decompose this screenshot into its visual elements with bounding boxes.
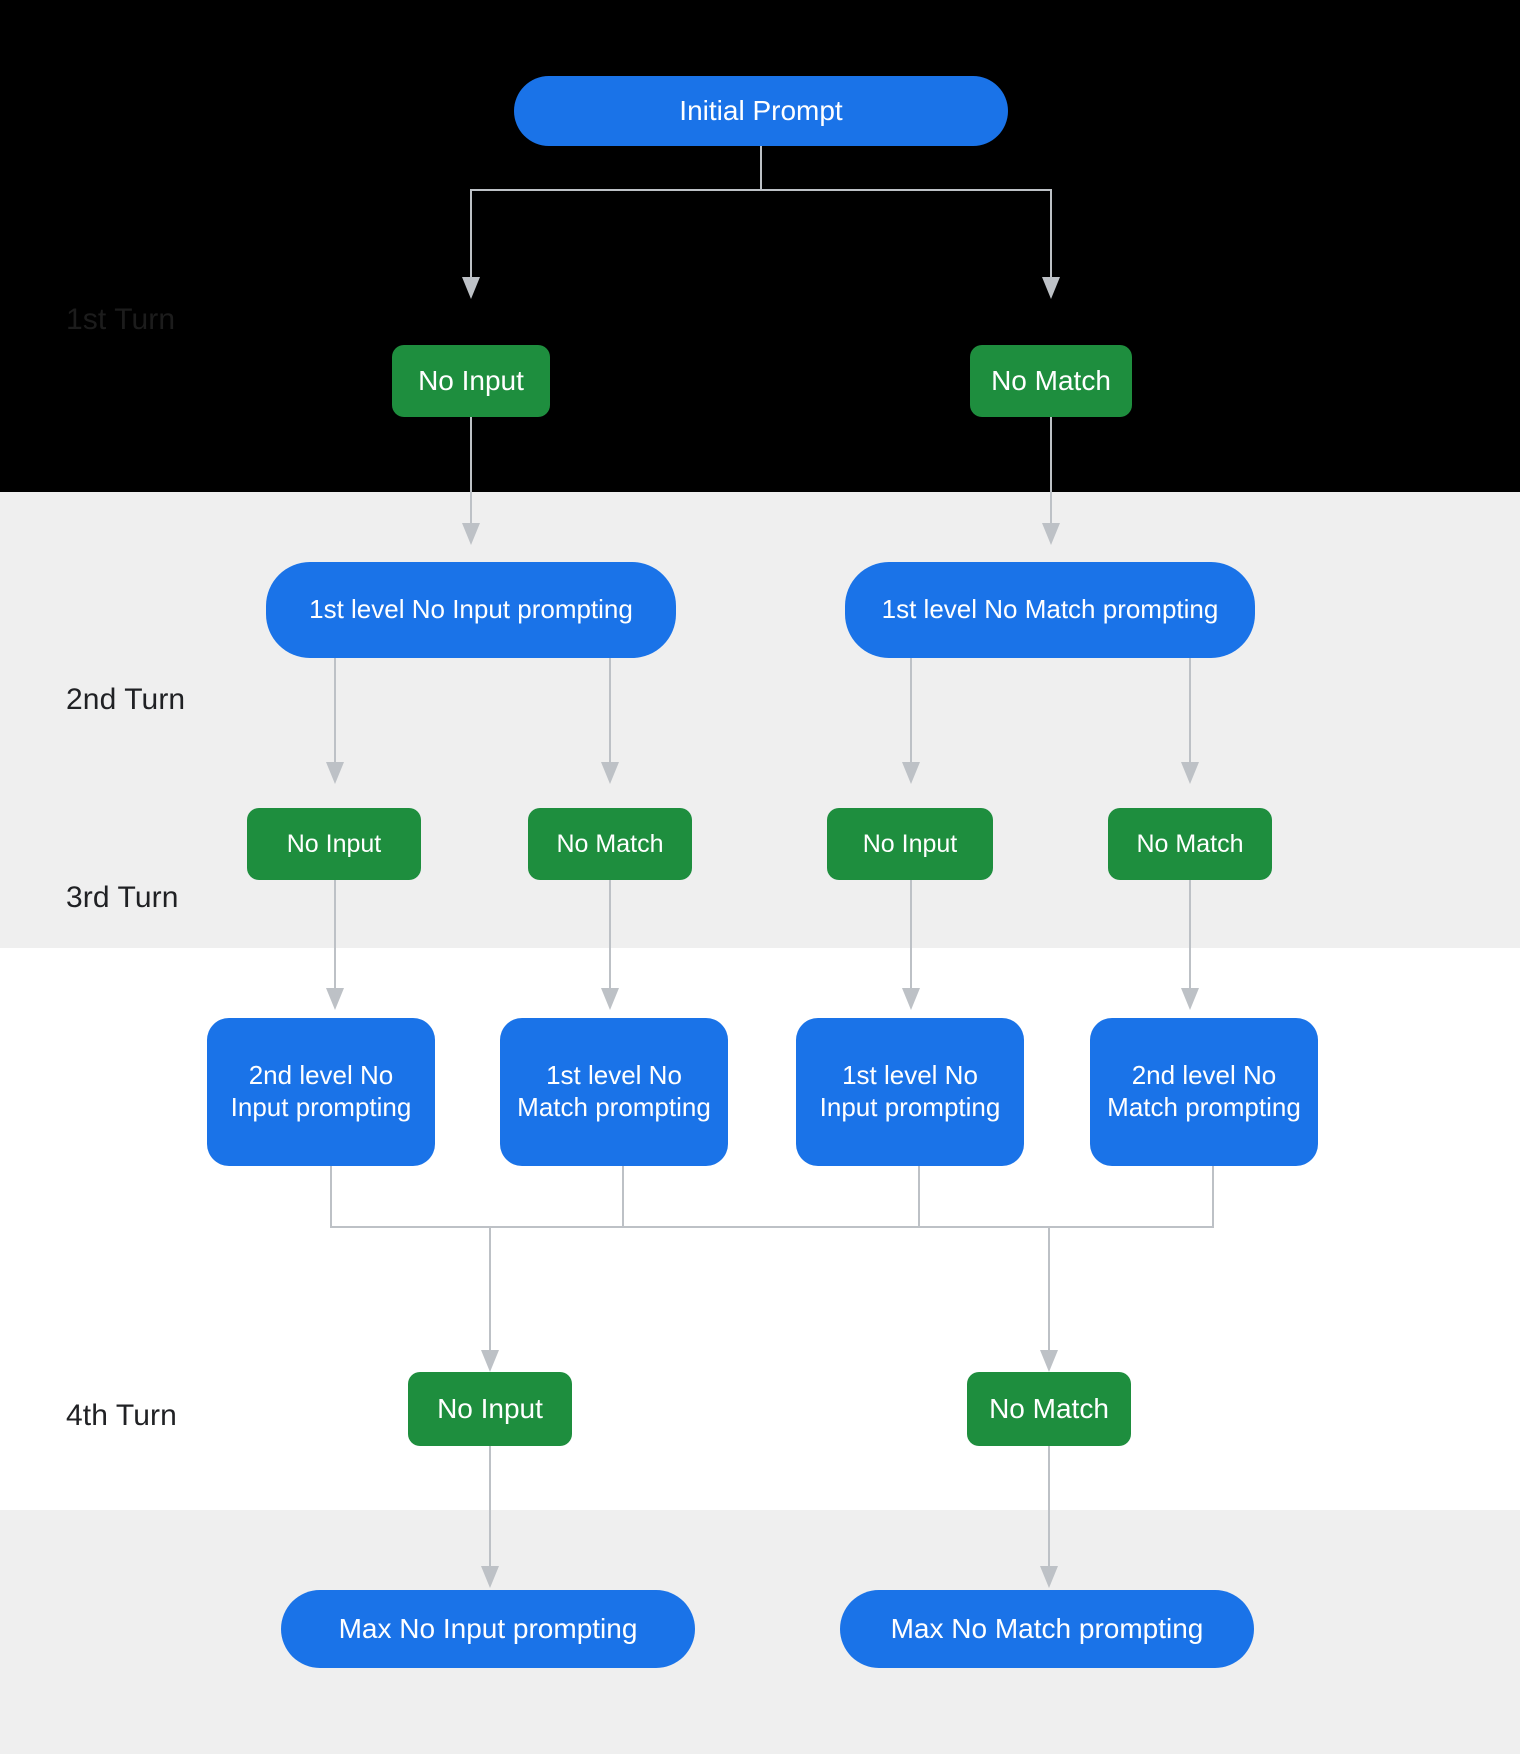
arrowhead-turn1-noinput-down	[462, 523, 480, 545]
node-label: Max No Input prompting	[338, 1612, 638, 1644]
node-label: No Input	[437, 1392, 543, 1424]
connector-t3p3-stem	[918, 1166, 920, 1228]
node-turn1-no-input[interactable]: No Input	[392, 345, 550, 417]
node-1st-level-no-input-prompting[interactable]: 1st level No Input prompting	[266, 562, 676, 658]
arrowhead-e2-down	[601, 988, 619, 1010]
turn-label-2nd: 2nd Turn	[66, 683, 186, 716]
node-label: 1st level No Match prompting	[881, 594, 1219, 625]
connector-e3-down	[910, 880, 912, 990]
connector-merge-to-nomatch	[1048, 1226, 1050, 1352]
turn-label-3rd: 3rd Turn	[66, 881, 179, 914]
node-turn1-no-match[interactable]: No Match	[970, 345, 1132, 417]
connector-turn1-nomatch-down	[1050, 417, 1052, 525]
node-turn2-no-match-b[interactable]: No Match	[1108, 808, 1272, 880]
turn-band-2	[0, 492, 1520, 948]
node-label: 2nd level No Input prompting	[230, 1060, 412, 1122]
arrowhead-t3e2-down	[1040, 1566, 1058, 1588]
node-label: 2nd level No Match prompting	[1107, 1060, 1301, 1122]
node-label: No Match	[991, 364, 1111, 396]
node-label: No Input	[418, 364, 524, 396]
node-turn2-no-input-b[interactable]: No Input	[827, 808, 993, 880]
arrowhead-p2-to-noinput	[902, 762, 920, 784]
node-label: No Input	[862, 829, 958, 858]
node-initial-prompt[interactable]: Initial Prompt	[514, 76, 1008, 146]
node-turn2-no-match-a[interactable]: No Match	[528, 808, 692, 880]
node-label: 1st level No Input prompting	[309, 594, 633, 625]
arrowhead-e1-down	[326, 988, 344, 1010]
turn-label-1st: 1st Turn	[66, 303, 176, 336]
connector-t3p4-stem	[1212, 1166, 1214, 1228]
node-label: No Match	[989, 1392, 1109, 1424]
connector-e4-down	[1189, 880, 1191, 990]
connector-root-to-noinput	[470, 189, 472, 279]
arrowhead-e3-down	[902, 988, 920, 1010]
arrowhead-p1-to-nomatch	[601, 762, 619, 784]
node-label: Max No Match prompting	[890, 1612, 1204, 1644]
node-turn2-no-input-a[interactable]: No Input	[247, 808, 421, 880]
arrowhead-turn1-nomatch-down	[1042, 523, 1060, 545]
connector-merge-bar	[330, 1226, 1214, 1228]
node-2nd-level-no-input-prompting[interactable]: 2nd level No Input prompting	[207, 1018, 435, 1166]
connector-root-to-nomatch	[1050, 189, 1052, 279]
turn-band-4	[0, 1510, 1520, 1754]
node-label: No Match	[1136, 829, 1244, 858]
node-turn3-no-match[interactable]: No Match	[967, 1372, 1131, 1446]
node-1st-level-no-match-prompting-t3[interactable]: 1st level No Match prompting	[500, 1018, 728, 1166]
turn-label-4th: 4th Turn	[66, 1399, 177, 1432]
node-max-no-match-prompting[interactable]: Max No Match prompting	[840, 1590, 1254, 1668]
connector-p2-to-noinput	[910, 658, 912, 764]
node-1st-level-no-match-prompting[interactable]: 1st level No Match prompting	[845, 562, 1255, 658]
arrowhead-merge-to-noinput	[481, 1350, 499, 1372]
connector-t3e1-down	[489, 1446, 491, 1568]
node-2nd-level-no-match-prompting[interactable]: 2nd level No Match prompting	[1090, 1018, 1318, 1166]
arrowhead-root-to-nomatch	[1042, 277, 1060, 299]
arrowhead-e4-down	[1181, 988, 1199, 1010]
node-label: 1st level No Match prompting	[517, 1060, 711, 1122]
node-label: 1st level No Input prompting	[819, 1060, 1001, 1122]
connector-t3e2-down	[1048, 1446, 1050, 1568]
connector-p2-to-nomatch	[1189, 658, 1191, 764]
connector-t3p1-stem	[330, 1166, 332, 1228]
connector-turn1-noinput-down	[470, 417, 472, 525]
arrowhead-p1-to-noinput	[326, 762, 344, 784]
arrowhead-p2-to-nomatch	[1181, 762, 1199, 784]
connector-e1-down	[334, 880, 336, 990]
turn-band-1	[0, 0, 1520, 492]
connector-p1-to-nomatch	[609, 658, 611, 764]
node-label: No Input	[286, 829, 382, 858]
connector-root-stem	[760, 146, 762, 190]
arrowhead-root-to-noinput	[462, 277, 480, 299]
node-max-no-input-prompting[interactable]: Max No Input prompting	[281, 1590, 695, 1668]
node-1st-level-no-input-prompting-t3[interactable]: 1st level No Input prompting	[796, 1018, 1024, 1166]
node-label: Initial Prompt	[679, 94, 843, 126]
connector-merge-to-noinput	[489, 1226, 491, 1352]
connector-t3p2-stem	[622, 1166, 624, 1228]
connector-root-split	[471, 189, 1051, 191]
node-turn3-no-input[interactable]: No Input	[408, 1372, 572, 1446]
arrowhead-t3e1-down	[481, 1566, 499, 1588]
arrowhead-merge-to-nomatch	[1040, 1350, 1058, 1372]
connector-e2-down	[609, 880, 611, 990]
connector-p1-to-noinput	[334, 658, 336, 764]
node-label: No Match	[556, 829, 664, 858]
